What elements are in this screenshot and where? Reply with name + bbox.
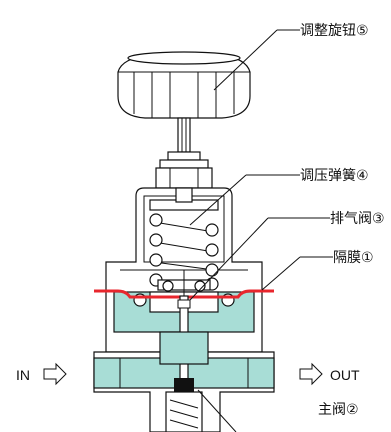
- inlet-label: IN: [16, 367, 30, 383]
- inlet-arrow-icon: [43, 362, 67, 386]
- adjust-knob: [117, 51, 251, 119]
- outlet-label: OUT: [330, 367, 360, 383]
- exhaust-valve: [177, 270, 191, 341]
- adjust-stem: [155, 117, 213, 189]
- label-adjust-knob: 调整旋钮⑤: [300, 23, 369, 39]
- label-main-valve: 主阀②: [318, 402, 359, 418]
- adjust-screw-tip: [175, 187, 193, 203]
- outlet-arrow-icon: [299, 362, 323, 386]
- label-exhaust-valve: 排气阀③: [330, 211, 385, 227]
- pressure-spring: [149, 213, 219, 291]
- leader-lines: [189, 29, 333, 432]
- label-diaphragm: 隔膜①: [333, 250, 374, 266]
- label-pressure-spring: 调压弹簧④: [300, 168, 369, 184]
- main-valve: [165, 378, 203, 432]
